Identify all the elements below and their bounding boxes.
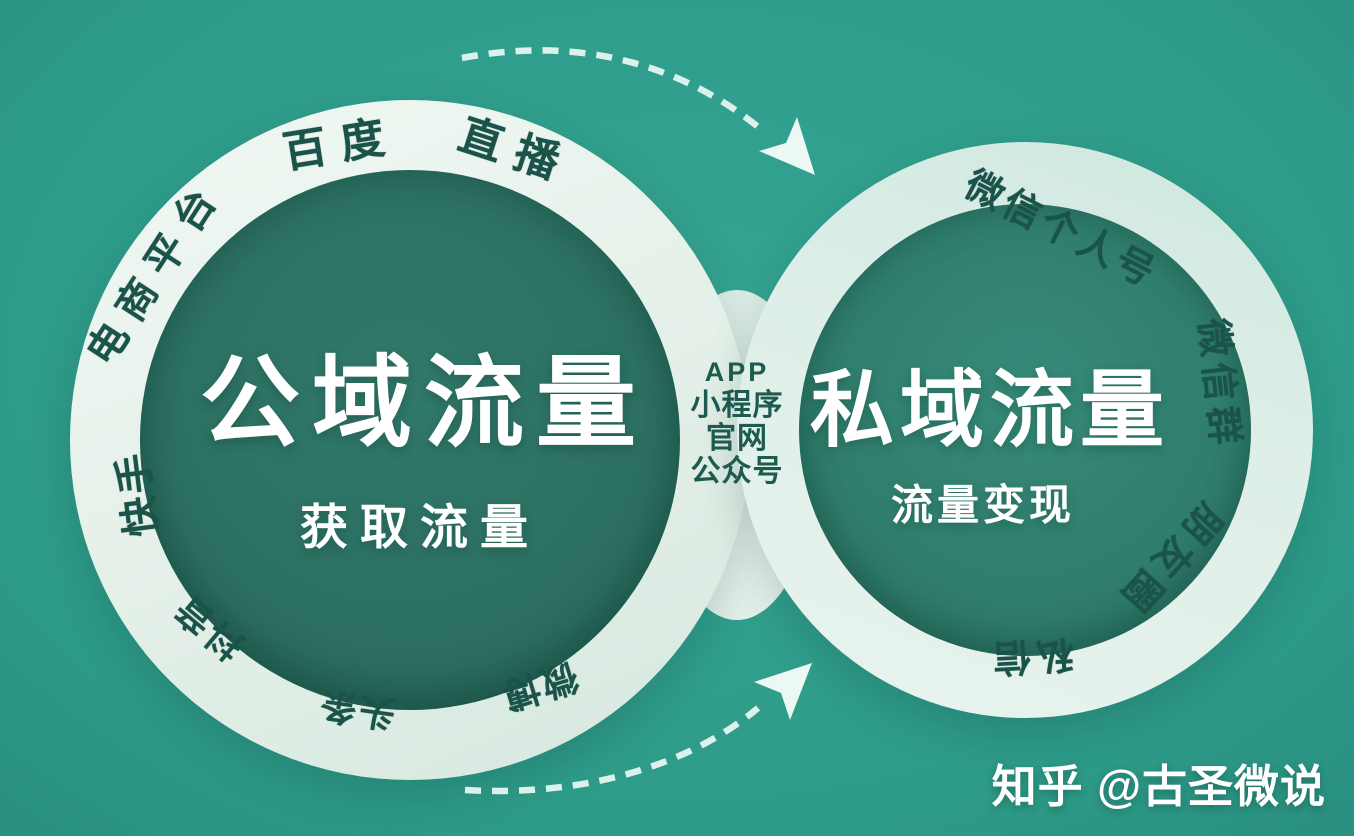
private-traffic-ring <box>737 142 1313 718</box>
channel-app: APP <box>704 357 770 387</box>
bottom-arrowhead-icon <box>754 663 812 720</box>
ring-label-kuaishou: 快手 <box>110 448 166 539</box>
public-traffic-disc <box>140 170 680 710</box>
watermark-zhihu: 知乎 @古圣微说 <box>991 761 1326 812</box>
ring-label-private-message: 私信 <box>986 632 1075 679</box>
private-traffic-subtitle: 流量变现 <box>890 481 1076 529</box>
public-traffic-ring <box>70 100 750 780</box>
channel-official-account: 公众号 <box>690 455 784 488</box>
public-traffic-subtitle: 获取流量 <box>299 501 541 555</box>
ring-label-toutiao: 头条 <box>314 683 398 736</box>
channel-website: 官网 <box>706 422 768 455</box>
channel-miniprogram: 小程序 <box>690 389 784 422</box>
private-traffic-disc <box>799 204 1251 656</box>
bridge-channel-list: APP 小程序 官网 公众号 <box>691 356 784 488</box>
private-traffic-title: 私域流量 <box>809 363 1171 458</box>
top-arrowhead-icon <box>759 117 815 175</box>
public-traffic-title: 公域流量 <box>200 347 648 460</box>
